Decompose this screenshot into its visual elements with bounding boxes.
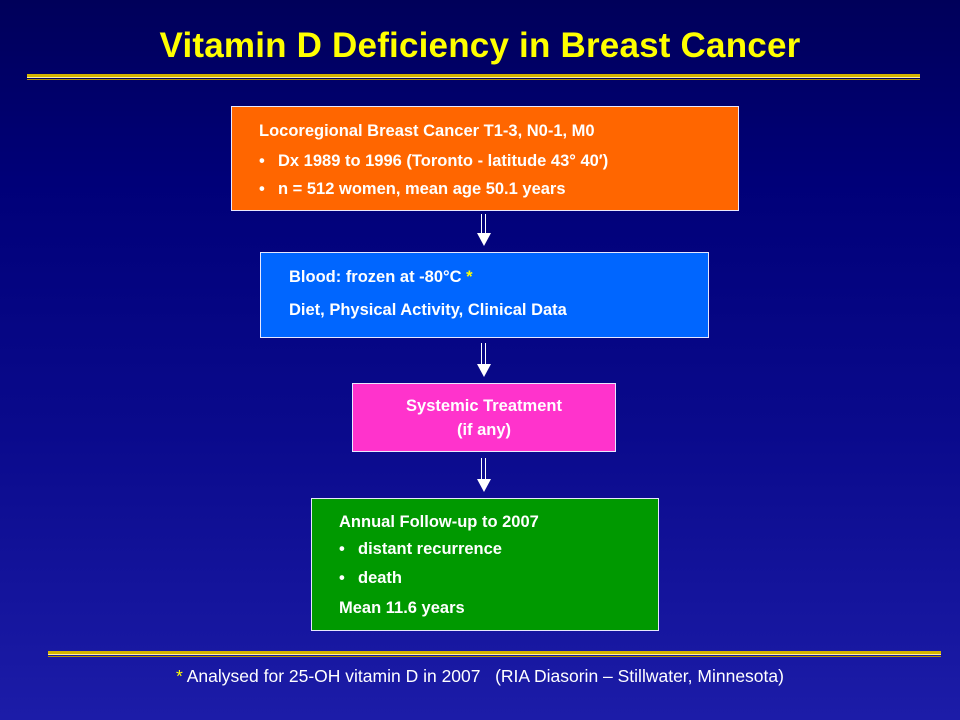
footnote-marker: * [176,666,183,686]
blood-box: Blood: frozen at -80°C * Diet, Physical … [260,252,709,338]
treatment-box: Systemic Treatment (if any) [352,383,616,452]
followup-bullet-death: death [339,569,402,588]
treatment-line-1: Systemic Treatment [406,397,562,415]
blood-line-data: Diet, Physical Activity, Clinical Data [289,301,567,319]
cohort-box: Locoregional Breast Cancer T1-3, N0-1, M… [231,106,739,211]
treatment-line-2: (if any) [456,421,512,439]
footnote: * Analysed for 25-OH vitamin D in 2007 (… [0,666,960,687]
followup-box: Annual Follow-up to 2007 distant recurre… [311,498,659,631]
footnote-divider-shadow [48,656,941,657]
footnote-text: Analysed for 25-OH vitamin D in 2007 (RI… [182,666,784,686]
flow-arrow-1 [477,214,491,247]
followup-footer: Mean 11.6 years [339,599,465,617]
cohort-heading: Locoregional Breast Cancer T1-3, N0-1, M… [259,122,595,140]
slide-title: Vitamin D Deficiency in Breast Cancer [159,26,801,65]
blood-footnote-marker: * [466,268,473,286]
cohort-bullet-diagnosis: Dx 1989 to 1996 (Toronto - latitude 43° … [259,152,608,171]
flow-arrow-3 [477,458,491,494]
footnote-divider [48,651,941,655]
followup-heading: Annual Follow-up to 2007 [339,513,539,531]
title-divider-shadow [27,79,920,80]
blood-line-frozen: Blood: frozen at -80°C * [289,268,473,287]
flow-arrow-2 [477,343,491,379]
blood-frozen-text: Blood: frozen at -80°C [289,268,462,286]
title-divider [27,74,920,78]
cohort-bullet-sample: n = 512 women, mean age 50.1 years [259,180,566,199]
followup-bullet-recurrence: distant recurrence [339,540,502,559]
